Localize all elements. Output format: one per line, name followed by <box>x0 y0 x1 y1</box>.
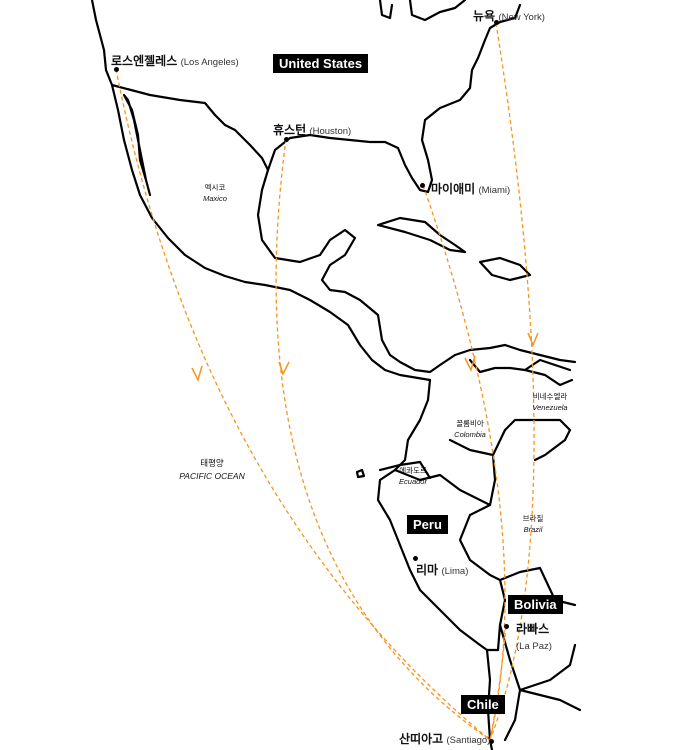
city-marker-lima <box>413 556 418 561</box>
la-paz-ko: 라빠스 <box>516 622 550 636</box>
los-angeles-en: (Los Angeles) <box>180 57 239 68</box>
city-marker-los-angeles <box>114 67 119 72</box>
lima-en: (Lima) <box>441 566 469 577</box>
route-arrow-icon <box>278 361 290 376</box>
city-marker-miami <box>420 183 425 188</box>
venezuela-ko: 비네수엘라 <box>532 392 568 401</box>
los-angeles-ko: 로스엔젤레스 <box>111 54 178 68</box>
colombia-ko: 꼴롬비아 <box>456 419 484 428</box>
houston-ko: 휴스턴 <box>273 123 307 137</box>
ocean-label-pacific: 태평양 PACIFIC OCEAN <box>172 457 252 483</box>
central-america <box>328 288 577 374</box>
country-label-peru: Peru <box>407 515 448 534</box>
city-label-la-paz: 라빠스 (La Paz) <box>516 621 552 655</box>
route-arrow-icon <box>527 332 539 347</box>
city-label-los-angeles: 로스엔젤레스 (Los Angeles) <box>111 52 239 69</box>
country-label-colombia: 꼴롬비아 Colombia <box>445 418 495 440</box>
great-lakes <box>378 0 467 22</box>
route-miami-santiago <box>422 184 506 741</box>
new-york-ko: 뉴욕 <box>473 9 496 23</box>
city-marker-la-paz <box>504 624 509 629</box>
santiago-en: (Santiago) <box>446 735 491 746</box>
city-label-santiago: 산띠아고 (Santiago) <box>399 730 490 747</box>
flight-routes <box>115 22 539 741</box>
brazil-ko: 브라질 <box>522 514 544 523</box>
route-arrow-icon <box>191 365 203 383</box>
city-marker-new-york <box>494 20 499 25</box>
country-label-bolivia: Bolivia <box>508 595 563 614</box>
south-america-west-coast <box>376 378 494 750</box>
hispaniola <box>478 256 532 282</box>
country-label-ecuador: 에콰도르 Ecuador <box>390 465 436 487</box>
baja-california <box>122 93 152 197</box>
city-marker-houston <box>284 137 289 142</box>
us-mexico-border <box>110 83 270 172</box>
city-label-new-york: 뉴욕 (New York) <box>473 7 545 24</box>
pacific-ko: 태평양 <box>200 458 224 468</box>
colombia-en: Colombia <box>454 430 486 439</box>
venezuela-coast <box>468 358 574 387</box>
galapagos <box>355 468 366 479</box>
venezuela-en: Venezuela <box>532 403 568 412</box>
ecuador-en: Ecuador <box>399 477 427 486</box>
lima-ko: 리마 <box>416 563 439 577</box>
country-label-brazil: 브라질 Brazil <box>513 513 553 535</box>
miami-ko: 마이애미 <box>431 182 476 196</box>
north-america-west-coast <box>90 0 432 382</box>
country-label-united-states: United States <box>273 54 369 73</box>
new-york-en: (New York) <box>498 12 545 23</box>
brazil-en: Brazil <box>523 525 543 534</box>
mexico-ko: 멕시코 <box>204 183 226 192</box>
ecuador-ko: 에콰도르 <box>399 466 427 475</box>
country-label-chile: Chile <box>461 695 505 714</box>
la-paz-en: (La Paz) <box>516 641 552 652</box>
cuba <box>376 216 467 254</box>
route-new-york-santiago <box>489 22 535 741</box>
country-label-venezuela: 비네수엘라 Venezuela <box>525 391 575 413</box>
city-label-lima: 리마 (Lima) <box>416 561 468 578</box>
miami-en: (Miami) <box>478 185 511 196</box>
santiago-ko: 산띠아고 <box>399 732 444 746</box>
houston-en: (Houston) <box>309 126 352 137</box>
pacific-en: PACIFIC OCEAN <box>179 471 245 481</box>
andes-borders <box>378 418 582 742</box>
gulf-coast <box>256 3 522 292</box>
route-arrow-icon <box>464 355 476 373</box>
route-los-angeles-santiago <box>115 68 491 741</box>
city-marker-santiago <box>489 739 494 744</box>
country-label-mexico: 멕시코 Maxico <box>195 182 235 204</box>
city-label-houston: 휴스턴 (Houston) <box>273 121 351 138</box>
route-houston-santiago <box>275 138 491 741</box>
coastlines <box>90 0 582 750</box>
mexico-en: Maxico <box>203 194 227 203</box>
city-label-miami: 마이애미 (Miami) <box>431 180 510 197</box>
